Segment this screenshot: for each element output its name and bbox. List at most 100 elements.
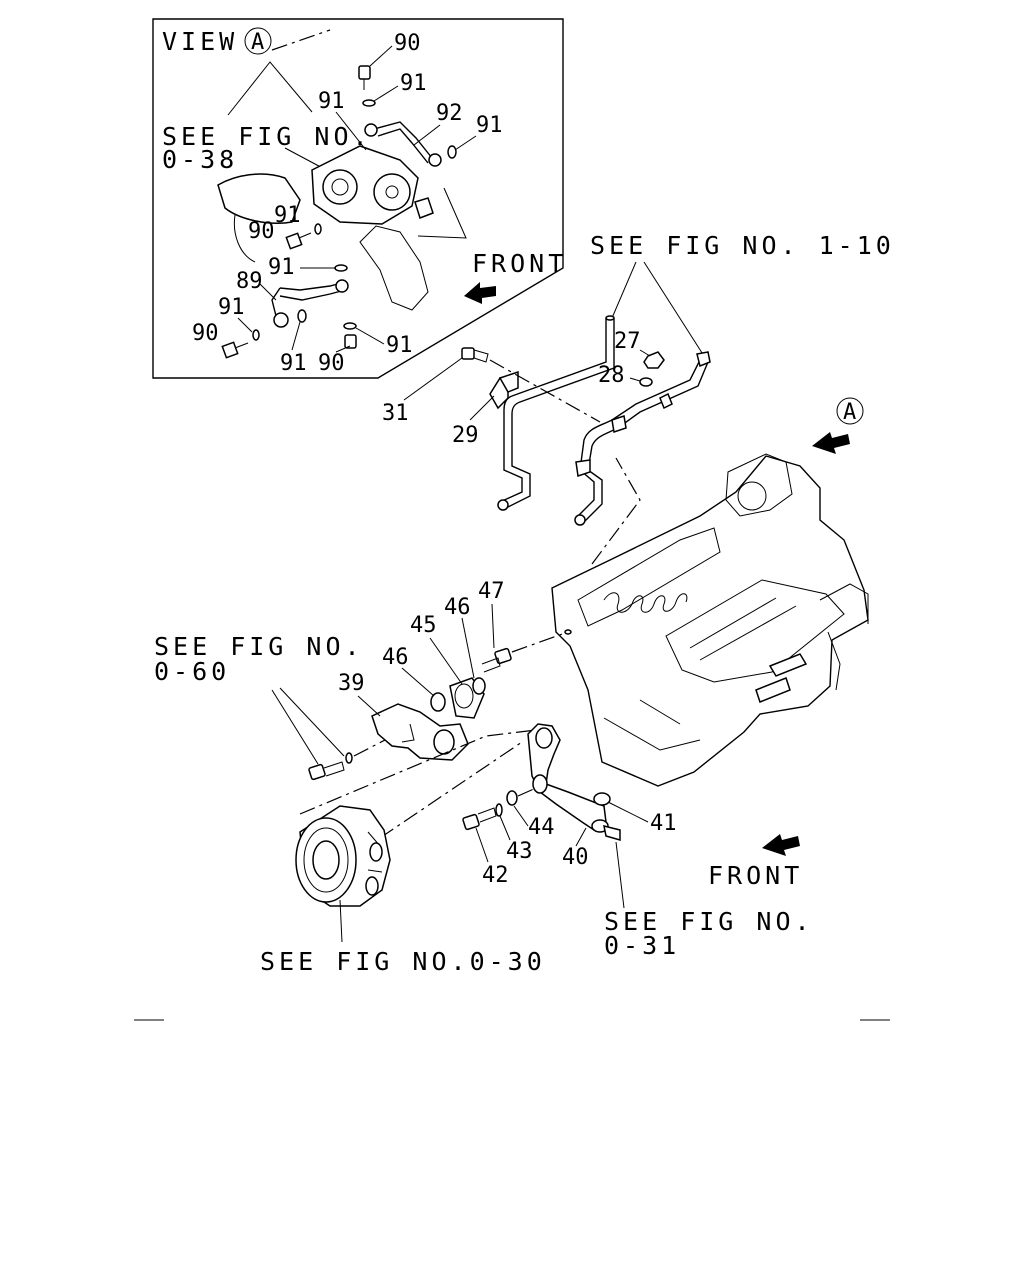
washer-28: [639, 377, 653, 387]
pipe-end-3: [696, 351, 711, 368]
cylinder-head-cover: [665, 579, 845, 683]
leader-11: [355, 327, 385, 345]
inset-leader: [227, 61, 313, 116]
pipe-end: [605, 315, 615, 321]
ref-fig-1-10: SEE FIG NO. 1-10: [590, 231, 895, 260]
callout-27: 27: [614, 329, 641, 354]
callout-44: 44: [528, 815, 555, 840]
pipe-92: [373, 121, 433, 159]
bolt-47: [494, 647, 512, 665]
engine-detail-2: [737, 481, 767, 511]
engine-detail-7: [819, 583, 869, 691]
view-a-letter: A: [251, 30, 264, 55]
centerline-2: [591, 457, 641, 565]
centerline: [489, 359, 601, 423]
engine-detail-4: [689, 597, 797, 661]
leader-20: [357, 695, 381, 717]
thermostat-part: [454, 683, 474, 709]
front-arrow-icon: [762, 834, 800, 856]
callout-91: 91: [280, 351, 307, 376]
thermostat-housing-part-2: [401, 723, 415, 743]
callout-91: 91: [476, 113, 503, 138]
thermostat-housing: [371, 703, 469, 761]
callout-90: 90: [394, 31, 421, 56]
pump-pulley-part: [303, 827, 349, 893]
water-pipe-40-part-2: [532, 774, 548, 794]
leader-3: [335, 111, 367, 151]
engine-block: [551, 453, 869, 787]
callout-39: 39: [338, 671, 365, 696]
leader-18: [429, 637, 463, 685]
callout-92: 92: [436, 101, 463, 126]
view-a-circle: [244, 27, 272, 55]
inset-front-label: FRONT: [472, 249, 567, 278]
leader-14: [403, 357, 463, 401]
view-a-inset: VIEW A SEE FIG NO. 0-38: [152, 18, 567, 379]
pipe-assembly: SEE FIG NO. 1-10 27 28 31 29: [382, 231, 895, 526]
thermostat-housing-part: [433, 729, 455, 755]
nut-27: [643, 351, 665, 369]
leader-8: [237, 317, 253, 333]
callout-40: 40: [562, 845, 589, 870]
clip-3: [575, 459, 591, 477]
callout-89: 89: [236, 269, 263, 294]
eye-fitting-4: [273, 312, 289, 328]
callout-45: 45: [410, 613, 437, 638]
washer: [345, 752, 353, 764]
bolt-shank-2: [323, 761, 345, 777]
callout-91: 91: [274, 203, 301, 228]
eye-fitting-2: [428, 153, 442, 167]
inset-frame: [152, 18, 564, 379]
view-title: VIEW: [162, 27, 238, 56]
pump-pulley-part-2: [312, 840, 340, 880]
leader-16: [491, 603, 495, 649]
thermostat-group: SEE FIG NO. 0-60 47 46 45 46 39: [154, 579, 572, 781]
power-steering-pump: [217, 145, 467, 311]
water-pump-group: SEE FIG NO.0-30 44 41 43 40 42 SEE FIG N…: [260, 723, 814, 976]
callout-91: 91: [218, 295, 245, 320]
engine-detail-8: [603, 699, 701, 751]
leader-2: [373, 85, 399, 102]
bolt-31: [461, 347, 475, 360]
clip-2: [611, 415, 627, 433]
bolt-42: [462, 813, 480, 831]
leader-22: [607, 801, 649, 823]
callout-47: 47: [478, 579, 505, 604]
callout-31: 31: [382, 401, 409, 426]
leader-23: [499, 815, 511, 841]
engine-detail: [725, 453, 793, 517]
callout-46: 46: [444, 595, 471, 620]
callout-90: 90: [318, 351, 345, 376]
pump-pulley-part-4: [369, 842, 383, 862]
bolt-shank-3: [481, 657, 501, 673]
ref-fig-0-60-line2: 0-60: [154, 657, 230, 686]
pipe-89-bend: [271, 287, 281, 317]
engine-detail-5: [768, 653, 808, 677]
leader-5: [454, 135, 477, 151]
water-pipe-40-part: [535, 727, 553, 749]
clip-29-2: [498, 370, 519, 393]
front-arrow-icon: [464, 282, 496, 304]
leader-4: [413, 124, 441, 146]
leader-25: [475, 827, 489, 863]
leader-12: [639, 349, 651, 357]
ref-leader-2: [643, 261, 705, 357]
ref-leader-4: [339, 899, 343, 943]
view-arrow-icon: [812, 432, 850, 454]
centerline-4: [511, 631, 569, 653]
callout-43: 43: [506, 839, 533, 864]
bolt-shank: [473, 349, 489, 363]
eye-fitting-3: [335, 279, 349, 293]
ref-leader: [611, 261, 637, 319]
centerline-5: [299, 729, 537, 815]
o-ring-44: [506, 790, 518, 806]
ref-leader-3: [271, 687, 345, 765]
gasket-46: [430, 692, 446, 712]
callout-29: 29: [452, 423, 479, 448]
ref-fig-0-31-line1: SEE FIG NO.: [604, 907, 814, 936]
pipe-92-inner: [377, 128, 429, 164]
callout-90: 90: [192, 321, 219, 346]
view-a-marker: A: [812, 397, 864, 454]
water-pipe-40: [527, 723, 607, 831]
